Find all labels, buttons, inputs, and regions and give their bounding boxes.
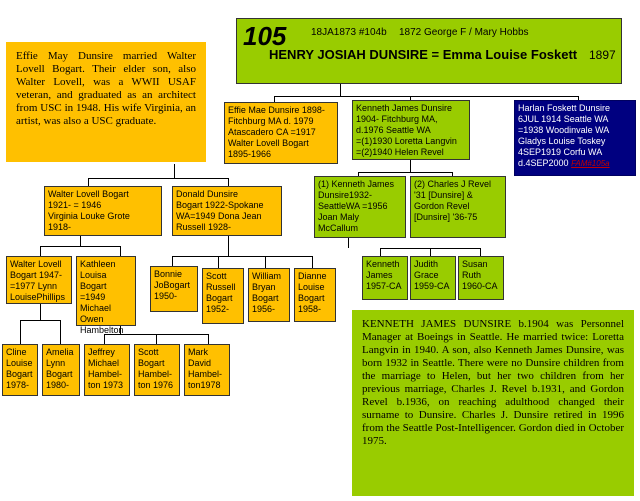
person-walter-jr: Walter Lovell Bogart 1947- =1977 Lynn Lo…	[6, 256, 72, 304]
person-charles-gordon: (2) Charles J Revel '31 [Dunsire] & Gord…	[410, 176, 506, 238]
person-kenneth-jr: (1) Kenneth James Dunsire1932- SeattleWA…	[314, 176, 406, 238]
person-kenneth-james: Kenneth James Dunsire 1904- Fitchburg MA…	[352, 100, 470, 160]
person-dianne: Dianne Louise Bogart 1958-	[294, 268, 336, 322]
family-number: 105	[243, 21, 287, 51]
connector-line	[480, 248, 481, 256]
connector-line	[156, 334, 157, 344]
connector-line	[358, 172, 359, 176]
person-walter-lovell: Walter Lovell Bogart 1921- = 1946 Virgin…	[44, 186, 162, 236]
person-effie-mae: Effie Mae Dunsire 1898- Fitchburg MA d. …	[224, 102, 338, 164]
marriage-year: 1897	[589, 48, 616, 62]
connector-line	[88, 178, 228, 179]
parents-line: 1872 George F / Mary Hobbs	[399, 27, 529, 38]
connector-line	[274, 96, 579, 97]
connector-line	[104, 334, 105, 344]
connector-line	[312, 256, 313, 268]
connector-line	[172, 256, 173, 266]
connector-line	[410, 96, 411, 100]
connector-line	[228, 236, 229, 256]
person-susan: Susan Ruth 1960-CA	[458, 256, 504, 300]
connector-line	[40, 304, 41, 320]
connector-line	[452, 172, 453, 176]
effie-note: Effie May Dunsire married Walter Lovell …	[6, 42, 206, 162]
connector-line	[358, 172, 452, 173]
connector-line	[218, 256, 219, 268]
person-kathleen: Kathleen Louisa Bogart =1949 Michael Owe…	[76, 256, 136, 335]
connector-line	[120, 326, 121, 334]
couple-names: HENRY JOSIAH DUNSIRE = Emma Louise Foske…	[269, 47, 578, 62]
person-kenneth-iii: Kenneth James 1957-CA	[362, 256, 408, 300]
person-scott-russell: Scott Russell Bogart 1952-	[202, 268, 244, 324]
connector-line	[120, 246, 121, 256]
root-couple-box: 105 18JA1873 #104b 1872 George F / Mary …	[236, 18, 622, 84]
person-scott-bogart: Scott Bogart Hambel- ton 1976	[134, 344, 180, 396]
connector-line	[20, 320, 21, 344]
connector-line	[410, 160, 411, 172]
person-amelia: Amelia Lynn Bogart 1980-	[42, 344, 80, 396]
person-harlan: Harlan Foskett Dunsire 6JUL 1914 Seattle…	[514, 100, 636, 176]
person-william: William Bryan Bogart 1956-	[248, 268, 290, 322]
connector-line	[20, 320, 60, 321]
kenneth-note: KENNETH JAMES DUNSIRE b.1904 was Personn…	[352, 310, 634, 496]
connector-line	[340, 84, 341, 96]
person-mark: Mark David Hambel- ton1978	[184, 344, 230, 396]
connector-line	[40, 246, 120, 247]
connector-line	[60, 320, 61, 344]
person-judith: Judith Grace 1959-CA	[410, 256, 456, 300]
person-bonnie: Bonnie JoBogart 1950-	[150, 266, 198, 312]
connector-line	[380, 248, 381, 256]
connector-line	[174, 164, 175, 178]
connector-line	[228, 178, 229, 186]
person-jeffrey: Jeffrey Michael Hambel- ton 1973	[84, 344, 130, 396]
connector-line	[430, 248, 431, 256]
harlan-details: Harlan Foskett Dunsire 6JUL 1914 Seattle…	[518, 103, 611, 168]
connector-line	[80, 236, 81, 246]
connector-line	[172, 256, 312, 257]
person-cline: Cline Louise Bogart 1978-	[2, 344, 38, 396]
connector-line	[208, 334, 209, 344]
connector-line	[274, 96, 275, 102]
harlan-family-link[interactable]: FAM#105a	[571, 159, 610, 168]
connector-line	[265, 256, 266, 268]
connector-line	[40, 246, 41, 256]
connector-line	[348, 238, 349, 248]
connector-line	[578, 96, 579, 100]
person-donald: Donald Dunsire Bogart 1922-Spokane WA=19…	[172, 186, 282, 236]
birth-record: 18JA1873 #104b	[311, 27, 387, 38]
connector-line	[88, 178, 89, 186]
